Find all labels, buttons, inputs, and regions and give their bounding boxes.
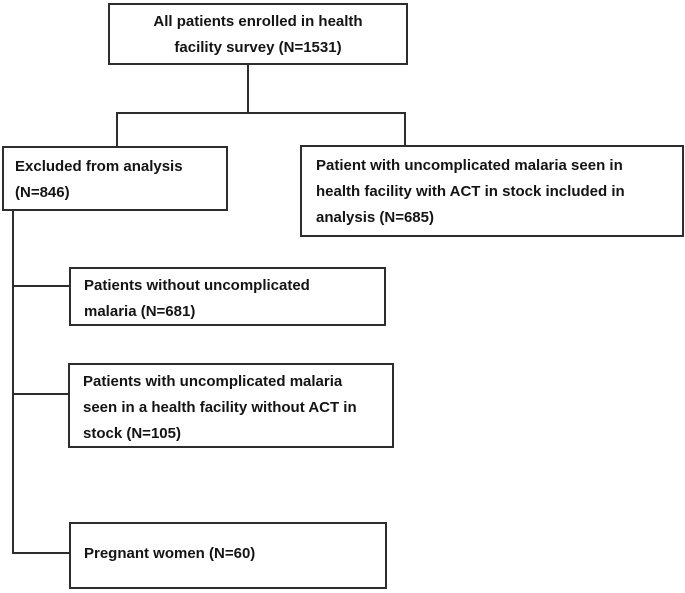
connector-split-horizontal bbox=[116, 112, 406, 114]
connector-to-included bbox=[404, 112, 406, 145]
flowchart-node-excluded: Excluded from analysis (N=846) bbox=[2, 146, 228, 211]
connector-enrolled-down bbox=[247, 64, 249, 113]
flowchart-node-pregnant: Pregnant women (N=60) bbox=[69, 522, 387, 589]
connector-to-pregnant bbox=[13, 552, 70, 554]
connector-to-no-act bbox=[13, 393, 69, 395]
flowchart-node-enrolled: All patients enrolled in health facility… bbox=[108, 3, 408, 65]
connector-to-no-malaria bbox=[13, 285, 70, 287]
connector-excluded-stem bbox=[12, 210, 14, 554]
flowchart-node-no-act: Patients with uncomplicated malaria seen… bbox=[68, 363, 394, 448]
flowchart-node-no-malaria: Patients without uncomplicated malaria (… bbox=[69, 267, 386, 326]
flowchart-node-included: Patient with uncomplicated malaria seen … bbox=[300, 145, 684, 237]
connector-to-excluded bbox=[116, 112, 118, 146]
